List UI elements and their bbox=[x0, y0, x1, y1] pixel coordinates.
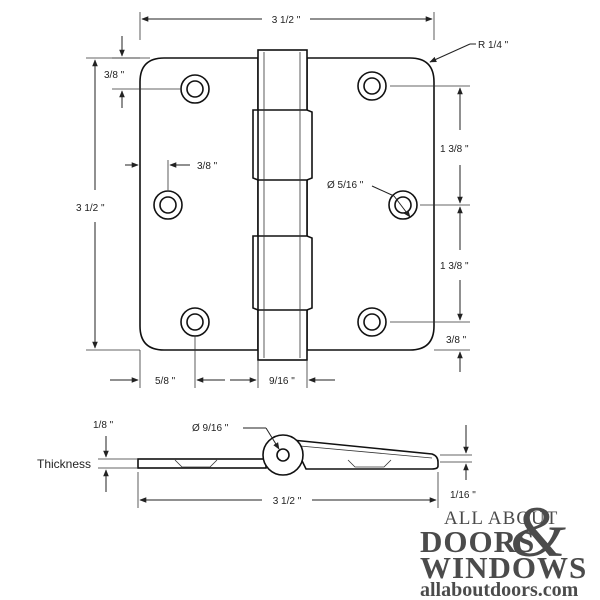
dim-side-width: 3 1/2 " bbox=[273, 496, 302, 507]
brand-url: allaboutdoors.com bbox=[420, 579, 579, 600]
hole-right-top bbox=[357, 71, 387, 101]
hinge-side-view bbox=[137, 434, 439, 476]
brand-line2: DOORS bbox=[420, 524, 535, 559]
front-dimensions: 3 1/2 " R 1/4 " 3/8 " 3 1/2 " 3/8 " Ø 5/… bbox=[76, 12, 509, 388]
hole-right-bottom bbox=[357, 307, 387, 337]
hole-left-middle bbox=[153, 190, 183, 220]
dim-corner-radius: R 1/4 " bbox=[478, 40, 509, 51]
brand-line3: WINDOWS bbox=[420, 550, 587, 585]
dim-hole-diameter: Ø 5/16 " bbox=[327, 180, 364, 191]
dim-left-edge-to-hole: 5/8 " bbox=[155, 376, 176, 387]
dim-knuckle-width: 9/16 " bbox=[269, 376, 295, 387]
dim-bottom-hole-offset: 3/8 " bbox=[446, 335, 467, 346]
knuckle-segments bbox=[252, 52, 313, 358]
left-leaf bbox=[139, 57, 259, 351]
side-right-leaf bbox=[290, 439, 439, 470]
pin bbox=[276, 448, 290, 462]
dim-top-hole-offset: 3/8 " bbox=[104, 70, 125, 81]
dim-leaf-thickness: 1/16 " bbox=[450, 490, 476, 501]
thickness-label: Thickness bbox=[37, 457, 91, 471]
hole-left-top bbox=[180, 74, 210, 104]
right-leaf bbox=[306, 57, 435, 351]
hinge-front-view bbox=[139, 49, 435, 361]
side-dimensions: 1/8 " Thickness Ø 9/16 " 1/16 " 3 1/2 " bbox=[37, 420, 476, 508]
brand-line1: ALL ABOUT bbox=[444, 508, 558, 529]
hole-left-bottom bbox=[180, 307, 210, 337]
dim-hole-spacing-upper: 1 3/8 " bbox=[440, 144, 469, 155]
dim-side-height: 1/8 " bbox=[93, 420, 114, 431]
brand-logo: & ALL ABOUT DOORS WINDOWS allaboutdoors.… bbox=[420, 492, 587, 600]
dim-pin-diameter: Ø 9/16 " bbox=[192, 423, 229, 434]
dim-top-width: 3 1/2 " bbox=[272, 15, 301, 26]
brand-ampersand: & bbox=[510, 492, 566, 572]
dim-hole-spacing-lower: 1 3/8 " bbox=[440, 261, 469, 272]
dim-hole-edge-offset: 3/8 " bbox=[197, 161, 218, 172]
dim-left-height: 3 1/2 " bbox=[76, 203, 105, 214]
